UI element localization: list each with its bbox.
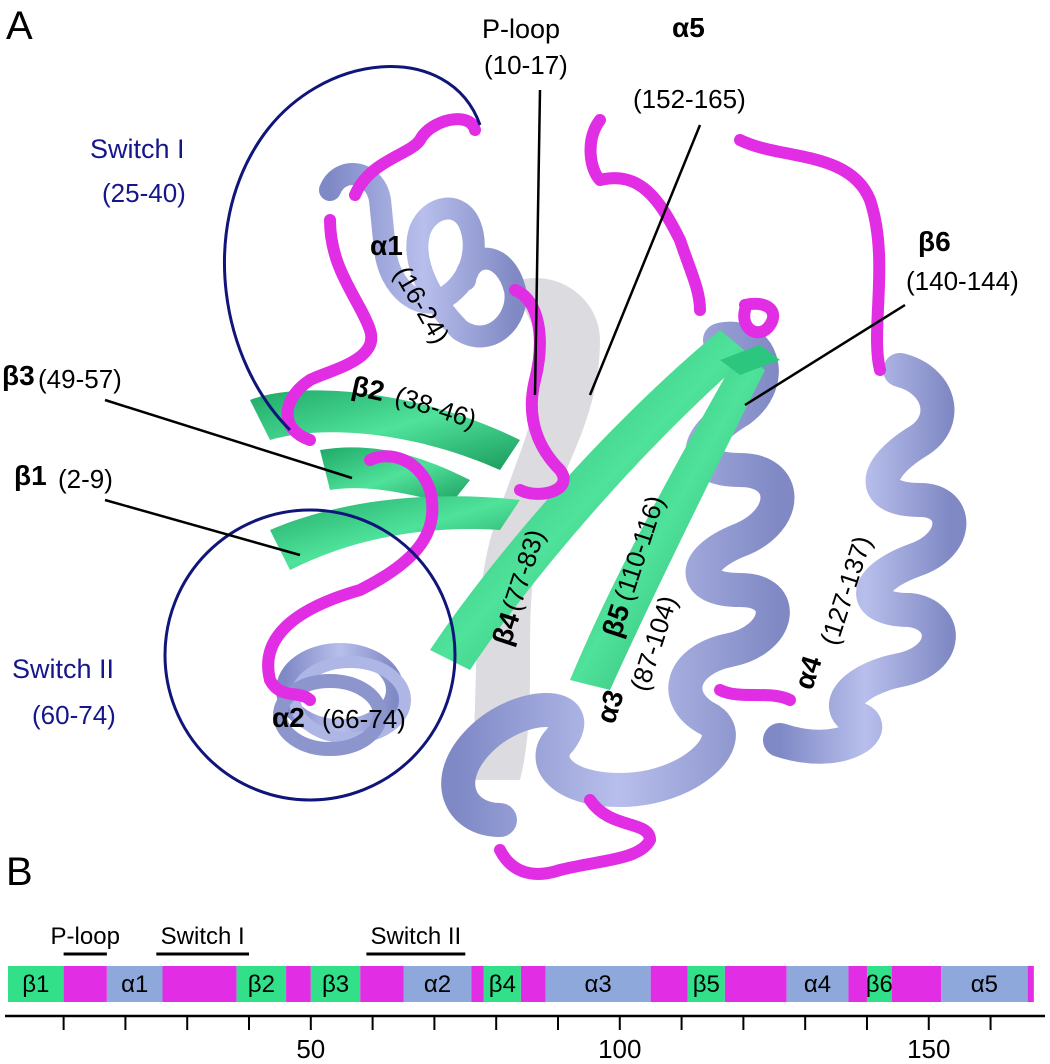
segment-strand — [236, 966, 287, 1002]
segment-loop — [1027, 966, 1034, 1002]
panel-label-b: B — [6, 850, 33, 894]
segment-loop — [724, 966, 787, 1002]
panel-label-a: A — [6, 4, 33, 48]
switch2-range: (60-74) — [32, 700, 116, 730]
segment-loop — [891, 966, 942, 1002]
loops — [262, 113, 886, 880]
a2-range: (66-74) — [322, 704, 406, 734]
segment-loop — [471, 966, 484, 1002]
segment-strand — [310, 966, 361, 1002]
switch1-range: (25-40) — [102, 178, 186, 208]
annotation-label: P-loop — [51, 923, 120, 950]
a2-label: α2 — [272, 702, 305, 733]
alpha4-helix — [763, 353, 967, 764]
switch1-label: Switch I — [90, 134, 185, 164]
topology-bar: β1 α1 β2 β3 α2 β4 α3 β5 α4 β6 α5 — [8, 966, 1034, 1002]
annotation-label: Switch II — [371, 923, 462, 950]
segment-label: β2 — [248, 971, 275, 998]
segment-label: β5 — [693, 971, 720, 998]
axis-tick-label: 100 — [598, 1034, 641, 1064]
a5-range: (152-165) — [633, 84, 746, 114]
b1-range: (2-9) — [58, 464, 113, 494]
b3-range: (49-57) — [38, 364, 122, 394]
switch1-outline — [223, 65, 482, 432]
axis-tick-label: 150 — [907, 1034, 950, 1064]
ploop-range: (10-17) — [484, 50, 568, 80]
segment-helix — [106, 966, 163, 1002]
a1-label: α1 — [370, 230, 403, 261]
switch2-label: Switch II — [12, 654, 115, 684]
topology-axis: 50 100 150 — [5, 1014, 1045, 1064]
leader-lines — [104, 89, 906, 557]
segment-label: α1 — [121, 971, 148, 998]
b6-range: (140-144) — [906, 266, 1019, 296]
segment-label: α5 — [971, 971, 998, 998]
segment-label: α3 — [585, 971, 612, 998]
segment-loop — [63, 966, 107, 1002]
segment-strand — [8, 966, 64, 1002]
segment-loop — [650, 966, 688, 1002]
segment-loop — [162, 966, 237, 1002]
segment-label: β6 — [866, 971, 893, 998]
segment-helix — [786, 966, 849, 1002]
segment-label: α2 — [424, 971, 451, 998]
segment-helix — [941, 966, 1028, 1002]
b1-label: β1 — [14, 460, 47, 491]
segment-label: β3 — [322, 971, 349, 998]
b3-label: β3 — [2, 360, 35, 391]
axis-tick-label: 50 — [296, 1034, 325, 1064]
protein-ribbon — [250, 113, 967, 880]
a5-label: α5 — [672, 12, 705, 43]
segment-strand — [866, 966, 892, 1002]
segment-loop — [286, 966, 311, 1002]
beta-sheet — [250, 330, 780, 690]
segment-helix — [403, 966, 472, 1002]
segment-loop — [520, 966, 546, 1002]
b2-label: β2 — [348, 370, 388, 408]
segment-helix — [545, 966, 651, 1002]
segment-label: β4 — [489, 971, 516, 998]
b6-label: β6 — [918, 226, 951, 257]
segment-label: β1 — [22, 971, 49, 998]
segment-loop — [848, 966, 867, 1002]
segment-strand — [483, 966, 521, 1002]
segment-loop — [360, 966, 404, 1002]
topology-annotations: P-loop Switch I Switch II — [51, 923, 466, 956]
segment-strand — [687, 966, 725, 1002]
segment-label: α4 — [804, 971, 831, 998]
switch2-outline — [163, 508, 457, 802]
annotation-label: Switch I — [161, 923, 245, 950]
ploop-label: P-loop — [482, 14, 561, 44]
